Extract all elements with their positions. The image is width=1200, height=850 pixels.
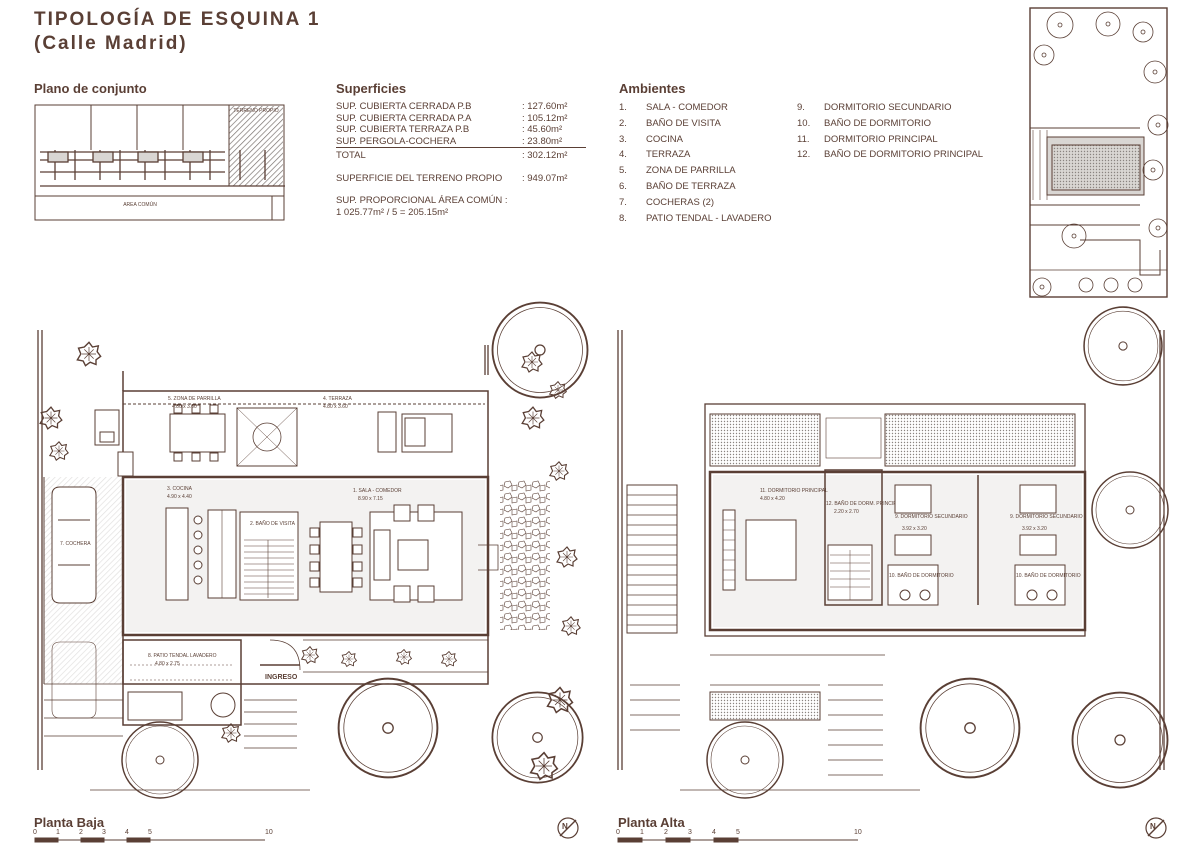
scale-tick: 10: [265, 829, 273, 836]
room-label-terraza: 4. TERRAZA: [323, 396, 352, 402]
room-dim-parrilla: 4.80 x 3.60: [172, 404, 197, 410]
sup-row: SUP. CUBIERTA TERRAZA P.B: 45.60m²: [336, 124, 563, 135]
ambiente-item: 7.COCHERAS (2): [619, 196, 715, 208]
scale-tick: 3: [102, 829, 106, 836]
room-dim-sala: 8.90 x 7.15: [358, 496, 383, 502]
room-label-cochera: 7. COCHERA: [60, 541, 91, 547]
ambiente-item: 12.BAÑO DE DORMITORIO PRINCIPAL: [797, 149, 984, 161]
north-label-ground: N: [562, 822, 568, 831]
room-dim-dorm-sec-1: 3.92 x 3.20: [902, 526, 927, 532]
room-label-patio: 8. PATIO TENDAL LAVADERO: [148, 653, 217, 659]
sup-row: SUP. PERGOLA-COCHERA: 23.80m²: [336, 136, 586, 148]
planta-alta-label: Planta Alta: [618, 815, 685, 830]
room-label-bano-dorm-1: 10. BAÑO DE DORMITORIO: [889, 572, 954, 579]
room-dim-terraza: 4.80 x 3.60: [323, 404, 348, 410]
scale-tick: 3: [688, 829, 692, 836]
floor-plan-upper: 11. DORMITORIO PRINCIPAL 4.80 x 4.20 12.…: [617, 306, 1169, 799]
room-dim-bano-principal: 2.20 x 2.70: [834, 509, 859, 515]
sup-proporcional-1: SUP. PROPORCIONAL ÁREA COMÚN :: [336, 195, 508, 206]
room-label-bano-principal: 12. BAÑO DE DORM. PRINCIPAL: [826, 500, 903, 507]
scale-tick: 4: [125, 829, 129, 836]
site-plan-terreno-label: TERRENO PROPIO: [233, 108, 278, 114]
scale-tick: 1: [56, 829, 60, 836]
plano-conjunto-heading: Plano de conjunto: [34, 81, 147, 96]
lot-thumbnail: [1029, 7, 1169, 298]
scale-tick: 5: [736, 829, 740, 836]
room-dim-patio: 4.80 x 2.75: [155, 661, 180, 667]
ambiente-item: 11.DORMITORIO PRINCIPAL: [797, 133, 938, 145]
scale-tick: 1: [640, 829, 644, 836]
site-plan-area-label: AREA COMÚN: [123, 201, 157, 208]
scale-tick: 5: [148, 829, 152, 836]
ambiente-item: 10.BAÑO DE DORMITORIO: [797, 117, 931, 129]
ambientes-heading: Ambientes: [619, 81, 685, 96]
room-label-dorm-sec-2: 9. DORMITORIO SECUNDARIO: [1010, 514, 1083, 520]
scale-tick: 4: [712, 829, 716, 836]
ambientes-title: Ambientes: [619, 81, 686, 96]
north-arrow-upper: [1145, 817, 1167, 839]
scale-tick: 0: [616, 829, 620, 836]
scale-tick: 0: [33, 829, 37, 836]
ambientes-col-2: 9.DORMITORIO SECUNDARIO 10.BAÑO DE DORMI…: [797, 100, 997, 163]
ambiente-item: 1.SALA - COMEDOR: [619, 102, 728, 113]
room-dim-cocina: 4.90 x 4.40: [167, 494, 192, 500]
ambiente-item: 3.COCINA: [619, 133, 683, 145]
room-label-bano-visita: 2. BAÑO DE VISITA: [250, 520, 296, 527]
scale-tick: 2: [664, 829, 668, 836]
room-label-dorm-sec-1: 9. DORMITORIO SECUNDARIO: [895, 514, 968, 520]
room-dim-dorm-sec-2: 3.92 x 3.20: [1022, 526, 1047, 532]
sup-terreno-row: SUPERFICIE DEL TERRENO PROPIO: 949.07m²: [336, 172, 568, 184]
scale-tick: 2: [79, 829, 83, 836]
ambiente-item: 4.TERRAZA: [619, 149, 691, 161]
sup-total-row: TOTAL: 302.12m²: [336, 150, 568, 161]
room-label-cocina: 3. COCINA: [167, 486, 193, 492]
room-label-dorm-principal: 11. DORMITORIO PRINCIPAL: [760, 488, 828, 494]
ambiente-item: 2.BAÑO DE VISITA: [619, 117, 721, 129]
room-label-parrilla: 5. ZONA DE PARRILLA: [168, 396, 221, 402]
ambientes-col-1: 1.SALA - COMEDOR 2.BAÑO DE VISITA 3.COCI…: [619, 100, 789, 226]
ambiente-item: 9.DORMITORIO SECUNDARIO: [797, 102, 952, 113]
page-title: TIPOLOGÍA DE ESQUINA 1 (Calle Madrid): [34, 8, 320, 56]
scale-bar-ground: [34, 837, 265, 843]
sup-row: SUP. CUBIERTA CERRADA P.A: 105.12m²: [336, 112, 568, 124]
ambiente-item: 6.BAÑO DE TERRAZA: [619, 180, 736, 192]
sup-proporcional-2: 1 025.77m² / 5 = 205.15m²: [336, 206, 449, 218]
sup-row: SUP. CUBIERTA CERRADA P.B: 127.60m²: [336, 101, 568, 112]
site-plan: AREA COMÚN TERRENO PROPIO: [34, 104, 285, 221]
ingreso-label: INGRESO: [265, 674, 298, 681]
superficies-block: Superficies SUP. CUBIERTA CERRADA P.B: 1…: [336, 81, 596, 218]
room-label-sala: 1. SALA - COMEDOR: [353, 488, 402, 494]
ambiente-item: 5.ZONA DE PARRILLA: [619, 165, 736, 177]
title-line-2: (Calle Madrid): [34, 33, 188, 54]
planta-baja-label: Planta Baja: [34, 815, 105, 830]
scale-tick: 10: [854, 829, 862, 836]
room-dim-dorm-principal: 4.80 x 4.20: [760, 496, 785, 502]
ambiente-item: 8.PATIO TENDAL - LAVADERO: [619, 212, 772, 224]
floor-plan-ground: 5. ZONA DE PARRILLA 4.80 x 3.60 4. TERRA…: [37, 301, 589, 799]
superficies-heading: Superficies: [336, 81, 407, 96]
scale-bar-upper: [617, 837, 858, 843]
north-label-upper: N: [1150, 822, 1156, 831]
title-line-1: TIPOLOGÍA DE ESQUINA 1: [34, 9, 321, 30]
north-arrow-ground: [557, 817, 579, 839]
room-label-bano-dorm-2: 10. BAÑO DE DORMITORIO: [1016, 572, 1081, 579]
